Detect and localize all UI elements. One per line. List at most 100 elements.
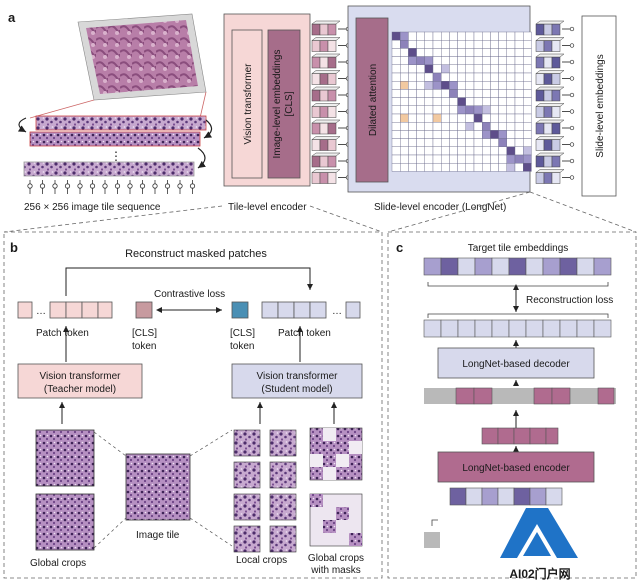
- attention-cell: [408, 97, 417, 106]
- embedding-cell: [551, 172, 561, 184]
- attention-cell: [408, 121, 417, 131]
- token-cell: [423, 319, 442, 338]
- attention-cell: [449, 64, 458, 74]
- cls-token-left-2: token: [132, 341, 156, 352]
- attention-cell: [514, 97, 524, 106]
- attention-cell: [523, 138, 532, 148]
- attention-cell: [449, 121, 458, 131]
- attention-cell: [432, 105, 442, 115]
- attention-cell: [391, 31, 401, 41]
- attention-cell: [432, 31, 442, 41]
- masked-sequence-bar: [424, 388, 616, 404]
- attention-cell: [498, 105, 508, 115]
- attention-cell: [416, 97, 426, 106]
- attention-cell: [514, 72, 524, 82]
- attention-cell: [391, 97, 401, 106]
- attention-cell: [400, 97, 409, 106]
- attention-cell: [416, 162, 426, 172]
- attention-cell: [457, 48, 467, 57]
- token-cell: [525, 319, 544, 338]
- patch-token-left-label: Patch token: [36, 328, 89, 339]
- embedding-cell: [543, 172, 553, 184]
- embedding-cell: [551, 155, 561, 168]
- panel-b-callout-right: [309, 205, 383, 233]
- row-wrap-arrow-right-2: [197, 147, 206, 169]
- token-cell: [508, 257, 527, 276]
- attention-cell: [400, 31, 409, 41]
- attention-cell: [473, 121, 483, 131]
- attention-cell: [432, 146, 442, 156]
- attention-cell: [449, 40, 458, 49]
- attention-cell: [400, 48, 409, 57]
- attention-cell: [391, 48, 401, 57]
- attention-cell: [465, 48, 475, 57]
- attention-cell: [490, 56, 499, 65]
- attention-cell: [400, 72, 409, 82]
- attention-cell: [473, 97, 483, 106]
- embedding-cell: [311, 23, 321, 36]
- embedding-cell: [327, 40, 337, 52]
- attention-cell: [432, 113, 442, 123]
- student-line2: (Student model): [261, 384, 332, 395]
- attention-cell: [391, 89, 401, 98]
- tile-link-2: [93, 517, 127, 549]
- attention-cell: [473, 130, 483, 139]
- tile-link-3: [189, 429, 233, 457]
- attention-cell: [441, 130, 450, 139]
- attention-cell: [408, 105, 417, 115]
- attention-cell: [432, 121, 442, 131]
- attention-cell: [473, 146, 483, 156]
- attention-cell: [441, 48, 450, 57]
- token-cell: [593, 257, 612, 276]
- embedding-cell: [543, 89, 553, 102]
- attention-cell: [457, 64, 467, 74]
- token-cell: [559, 319, 578, 338]
- attention-cell: [514, 121, 524, 131]
- attention-cell: [514, 162, 524, 172]
- attention-cell: [490, 72, 499, 82]
- target-tile-embeddings-label: Target tile embeddings: [468, 243, 569, 254]
- embedding-top-face: [311, 136, 341, 140]
- sequence-pin-head: [189, 183, 196, 189]
- row-wrap-arrow-left: [17, 117, 27, 133]
- teacher-patch-tokens: …: [17, 301, 113, 319]
- attention-cell: [514, 138, 524, 148]
- embedding-top-face: [535, 86, 565, 91]
- attention-cell: [482, 97, 491, 106]
- attention-cell: [482, 113, 491, 123]
- attention-cell: [441, 105, 450, 115]
- tile-sequence-label: 256 × 256 image tile sequence: [24, 202, 161, 213]
- panel-b-callout-left: [3, 205, 223, 233]
- image-embeddings-label: Image-level embeddings: [272, 50, 283, 159]
- attention-cell: [498, 80, 508, 90]
- embedding-top-face: [311, 86, 341, 91]
- attention-cell: [424, 130, 434, 139]
- attention-cell: [424, 162, 434, 172]
- attention-cell: [408, 64, 417, 74]
- embedding-connector-pin: [569, 125, 575, 131]
- attention-cell: [514, 130, 524, 139]
- embedding-top-face: [311, 37, 341, 41]
- image-tile-label: Image tile: [136, 530, 180, 541]
- attention-cell: [400, 146, 409, 156]
- attention-cell: [523, 72, 532, 82]
- attention-cell: [473, 113, 483, 123]
- token-cell: [497, 487, 515, 506]
- attention-cell: [506, 138, 516, 148]
- panel-b-letter: b: [10, 240, 18, 255]
- decoder-label: LongNet-based decoder: [462, 359, 570, 370]
- attention-cell: [490, 130, 499, 139]
- attention-cell: [441, 80, 450, 90]
- attention-cell: [424, 105, 434, 115]
- attention-cell: [523, 146, 532, 156]
- token-cell: [559, 257, 578, 276]
- attention-cell: [424, 89, 434, 98]
- attention-cell: [482, 56, 491, 65]
- attention-cell: [408, 146, 417, 156]
- embedding-cell: [319, 106, 329, 118]
- attention-cell: [514, 105, 524, 115]
- panel-c: c Target tile embeddings Reconstruction …: [387, 191, 637, 581]
- output-bracket: [427, 313, 609, 318]
- attention-cell: [482, 31, 491, 41]
